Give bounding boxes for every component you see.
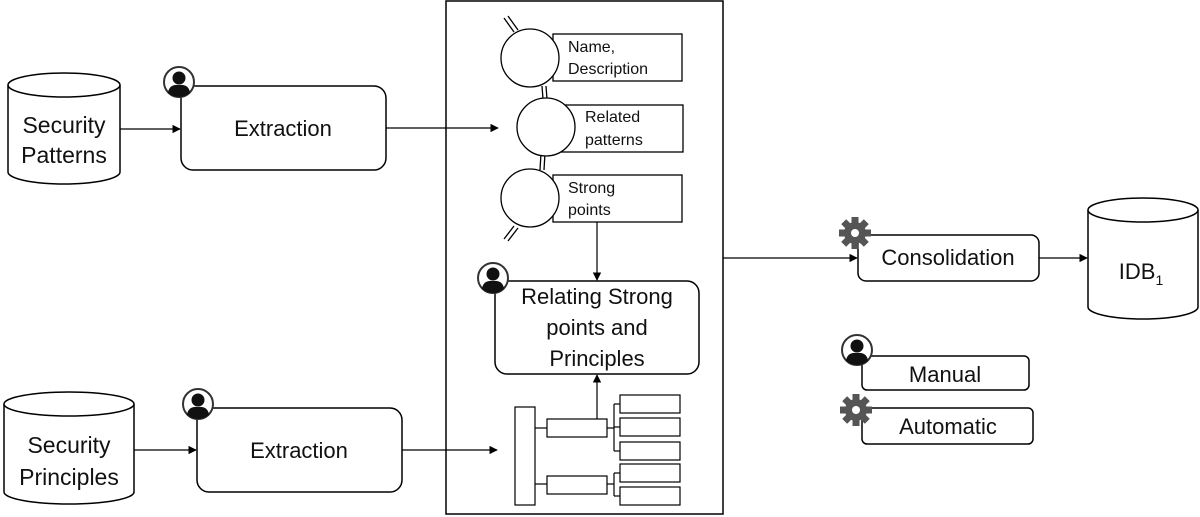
related-patterns-label-2: patterns [585, 132, 643, 149]
relating-step: Relating Strong points and Principles [494, 280, 700, 375]
extraction-top-label: Extraction [234, 116, 332, 141]
idb-label-base: IDB [1119, 259, 1156, 284]
security-patterns-database: Security Patterns [7, 72, 121, 185]
extraction-top-step: Extraction [180, 85, 387, 171]
strong-points-node: Strong points [500, 168, 683, 228]
relating-label-3: Principles [549, 346, 644, 371]
legend-manual: Manual [861, 355, 1030, 391]
security-patterns-label-1: Security [22, 112, 106, 138]
security-principles-label-2: Principles [19, 464, 119, 490]
name-description-label-2: Description [568, 61, 648, 78]
legend-person-icon [841, 334, 873, 366]
security-patterns-label-2: Patterns [21, 142, 107, 168]
legend-automatic: Automatic [861, 407, 1034, 445]
related-patterns-node: Related patterns [516, 97, 684, 157]
legend-gear-icon [840, 394, 872, 426]
legend-automatic-label: Automatic [899, 414, 997, 439]
manual-person-icon [163, 66, 195, 98]
legend-manual-label: Manual [909, 362, 981, 387]
strong-points-label-1: Strong [568, 180, 615, 197]
related-patterns-label-1: Related [585, 109, 640, 126]
consolidation-label: Consolidation [881, 245, 1014, 270]
legend: Manual Automatic [840, 334, 1034, 445]
idb-database: IDB1 [1087, 197, 1199, 320]
extraction-bottom-step: Extraction [196, 407, 403, 493]
security-principles-database: Security Principles [3, 391, 135, 505]
name-description-node: Name, Description [500, 28, 683, 88]
relating-label-2: points and [546, 315, 648, 340]
name-description-label-1: Name, [568, 39, 615, 56]
consolidation-step: Consolidation [857, 234, 1040, 282]
manual-person-icon [182, 388, 214, 420]
security-principles-label-1: Security [27, 432, 111, 458]
principles-hierarchy-tree [514, 394, 681, 506]
manual-person-icon [477, 262, 509, 294]
extraction-bottom-label: Extraction [250, 438, 348, 463]
relating-label-1: Relating Strong [521, 284, 673, 309]
idb-label: IDB1 [1119, 259, 1164, 288]
idb-label-subscript: 1 [1155, 272, 1163, 288]
automatic-gear-icon [839, 217, 871, 249]
strong-points-label-2: points [568, 202, 611, 219]
